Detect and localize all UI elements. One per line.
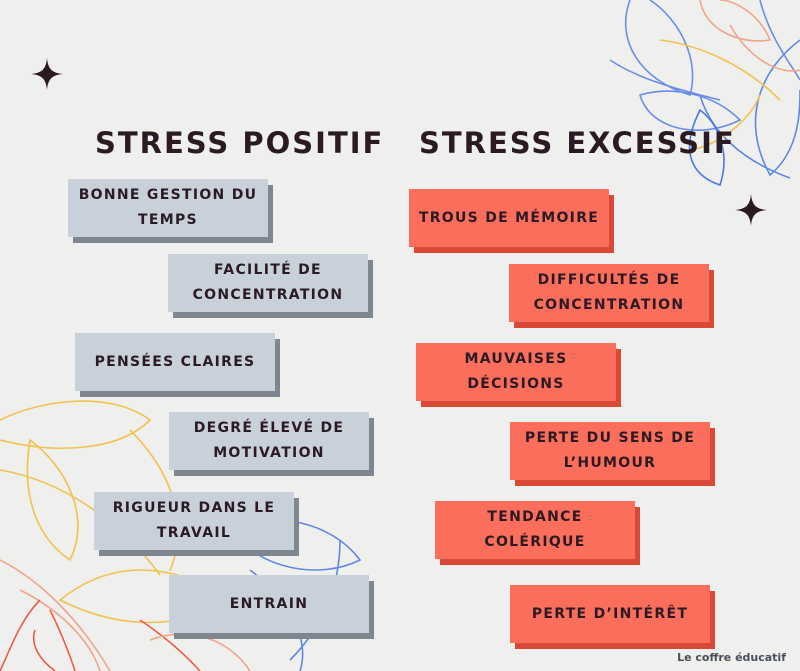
positive-item-motivation: Degré élevé de motivation xyxy=(169,412,369,470)
positive-item-label: Bonne gestion du temps xyxy=(78,187,258,228)
excessive-item-label: Perte du sens de l’humour xyxy=(524,430,696,471)
excessive-item-memory-gaps: Trous de mémoire xyxy=(409,189,609,247)
positive-item-clear-thoughts: Pensées claires xyxy=(75,333,275,391)
excessive-item-concentration: Difficultés de concentration xyxy=(509,264,709,322)
excessive-item-bad-decisions: Mauvaises décisions xyxy=(416,343,616,401)
excessive-item-label: Perte d’intérêt xyxy=(531,605,689,622)
sparkle-icon xyxy=(31,58,63,90)
sparkle-icon xyxy=(735,194,767,226)
excessive-item-loss-of-interest: Perte d’intérêt xyxy=(510,585,710,643)
stress-excessive-title: Stress excessif xyxy=(419,126,736,160)
positive-item-time-management: Bonne gestion du temps xyxy=(68,179,268,237)
excessive-item-label: Trous de mémoire xyxy=(418,209,600,226)
credit-text: Le coffre éducatif xyxy=(677,651,786,664)
stress-positive-title: Stress positif xyxy=(95,126,385,160)
positive-item-label: Facilité de concentration xyxy=(192,262,344,303)
positive-item-label: Degré élevé de motivation xyxy=(193,420,345,461)
excessive-item-humour: Perte du sens de l’humour xyxy=(510,422,710,480)
positive-item-label: Entrain xyxy=(229,595,309,612)
excessive-item-anger: Tendance colérique xyxy=(435,501,635,559)
positive-item-label: Pensées claires xyxy=(94,353,256,370)
positive-item-entrain: Entrain xyxy=(169,575,369,633)
excessive-item-label: Difficultés de concentration xyxy=(533,272,685,313)
positive-item-label: Rigueur dans le travail xyxy=(112,500,276,541)
excessive-item-label: Mauvaises décisions xyxy=(464,351,568,392)
positive-item-rigor: Rigueur dans le travail xyxy=(94,492,294,550)
excessive-item-label: Tendance colérique xyxy=(484,509,586,550)
positive-item-concentration: Facilité de concentration xyxy=(168,254,368,312)
